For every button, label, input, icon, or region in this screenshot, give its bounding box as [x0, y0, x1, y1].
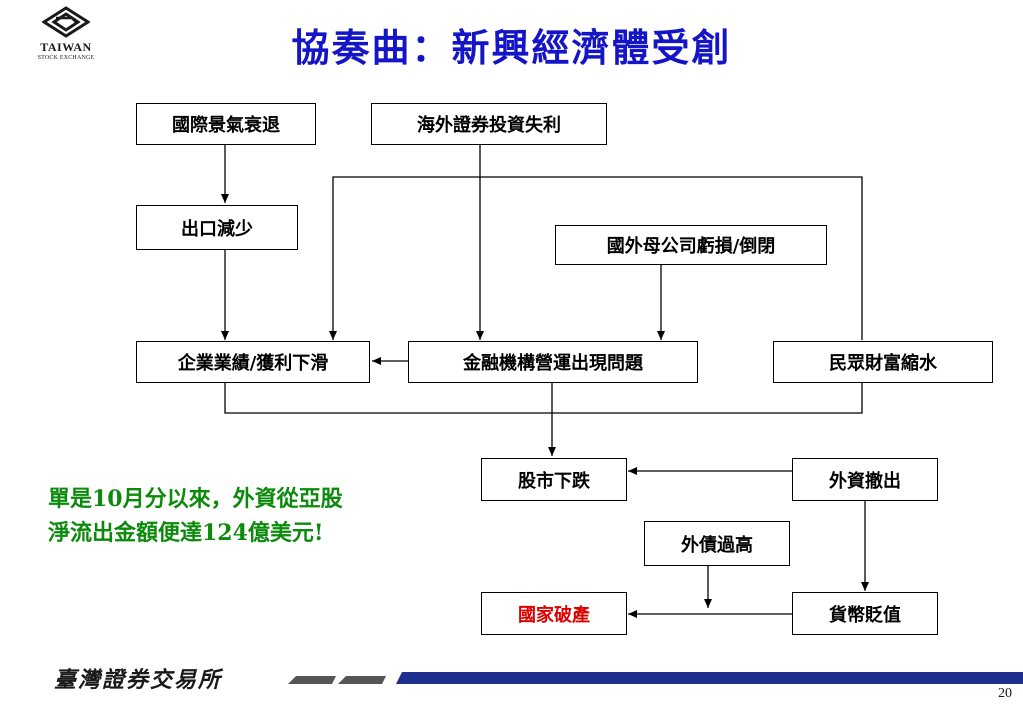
note-line-2: 淨流出金額便達124億美元! — [48, 520, 324, 546]
capital-outflow-note: 單是10月分以來，外資從亞股 淨流出金額便達124億美元! — [48, 482, 458, 550]
logo-name: TAIWAN — [40, 40, 92, 54]
logo-emblem-icon — [42, 6, 90, 38]
note-line-1: 單是10月分以來，外資從亞股 — [48, 486, 343, 512]
footer-bar-segment-2 — [338, 676, 386, 684]
node-currency-depreciation: 貨幣貶值 — [792, 592, 938, 635]
node-foreign-debt: 外債過高 — [644, 521, 790, 566]
footer-brand: 臺灣證券交易所 — [54, 667, 223, 693]
node-financial-issues: 金融機構營運出現問題 — [408, 341, 698, 383]
connector-earnings-to-wealth-bottom — [224, 383, 863, 414]
node-stock-fall: 股市下跌 — [481, 458, 627, 501]
node-parent-loss: 國外母公司虧損/倒閉 — [555, 225, 827, 265]
footer-bar-main — [396, 672, 1023, 684]
page-number: 20 — [998, 686, 1012, 701]
footer-bar-segment-1 — [288, 676, 336, 684]
node-export-drop: 出口減少 — [136, 205, 298, 250]
node-overseas-loss: 海外證券投資失利 — [371, 103, 607, 145]
loop-connector-top — [329, 176, 863, 340]
node-earnings-drop: 企業業績/獲利下滑 — [136, 341, 370, 383]
node-capital-outflow: 外資撤出 — [792, 458, 938, 501]
page-title: 協奏曲：新興經濟體受創 — [291, 25, 732, 70]
node-bankruptcy: 國家破產 — [481, 592, 627, 635]
node-wealth-shrink: 民眾財富縮水 — [773, 341, 993, 383]
node-recession: 國際景氣衰退 — [136, 103, 316, 145]
logo-subtitle: STOCK EXCHANGE — [37, 55, 95, 61]
taiwan-stock-exchange-logo: TAIWAN STOCK EXCHANGE — [14, 6, 124, 66]
